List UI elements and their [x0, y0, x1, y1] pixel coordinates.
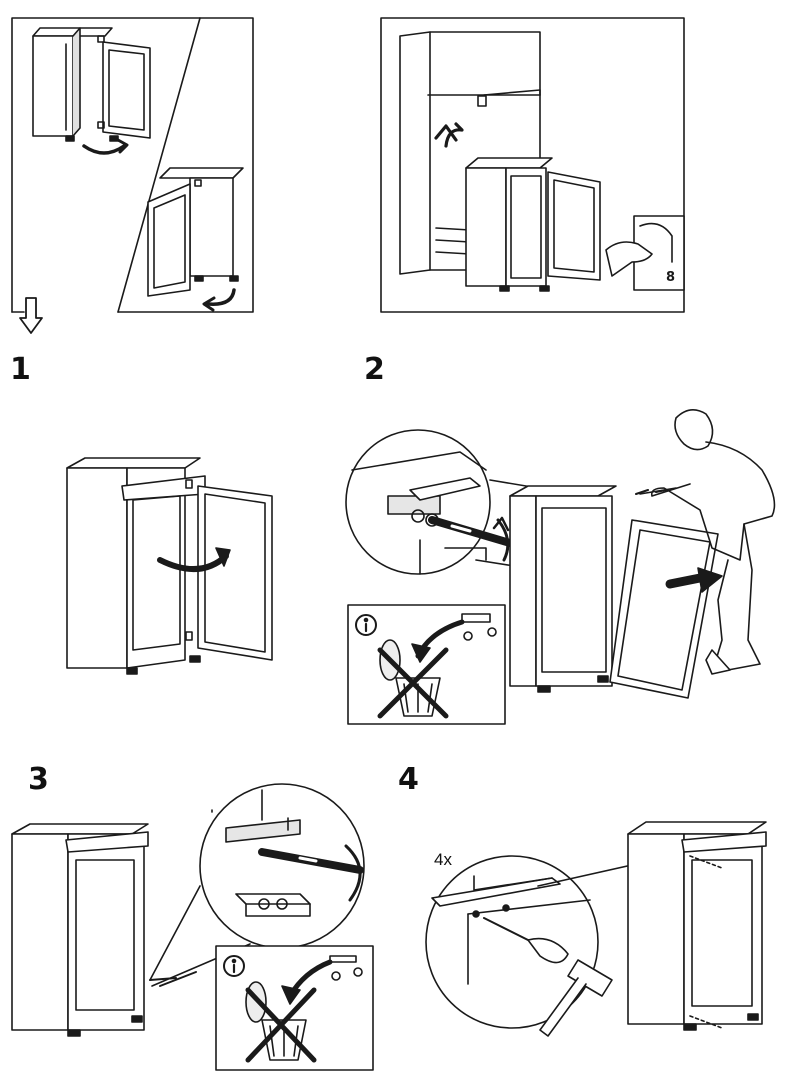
- trash-bin-icon: [245, 981, 317, 1063]
- step-3-illustration: [11, 783, 374, 1071]
- down-arrow-icon: [19, 297, 43, 334]
- installer-person: [639, 409, 776, 675]
- info-icon: [355, 614, 377, 636]
- step-2-illustration: [345, 409, 776, 725]
- trash-bin-icon: [377, 639, 449, 719]
- step-number-3: 3: [28, 762, 49, 797]
- info-icon: [223, 955, 245, 977]
- screwdriver-icon: [258, 848, 364, 874]
- page-reference-number: 8: [666, 270, 676, 285]
- page-reference: [605, 215, 685, 291]
- step-number-4: 4: [398, 762, 419, 797]
- panel-door-reversal: [11, 17, 254, 334]
- step-number-1: 1: [10, 352, 31, 387]
- rotate-arrow-icon: [206, 288, 236, 306]
- step-4-illustration: [425, 821, 767, 1037]
- hammer-icon: [539, 959, 613, 1037]
- pull-arrow-icon: [665, 573, 705, 589]
- panel-cabinet-insert: [380, 17, 685, 313]
- step-number-2: 2: [364, 352, 385, 387]
- rotate-arrow-icon: [82, 144, 126, 155]
- screwdriver-icon: [483, 917, 569, 964]
- screwdriver-icon: [428, 516, 524, 550]
- fridge-door-left: [147, 167, 244, 297]
- quantity-label: 4x: [434, 850, 452, 869]
- step-1-illustration: [66, 457, 273, 675]
- fridge-door-right: [32, 27, 151, 142]
